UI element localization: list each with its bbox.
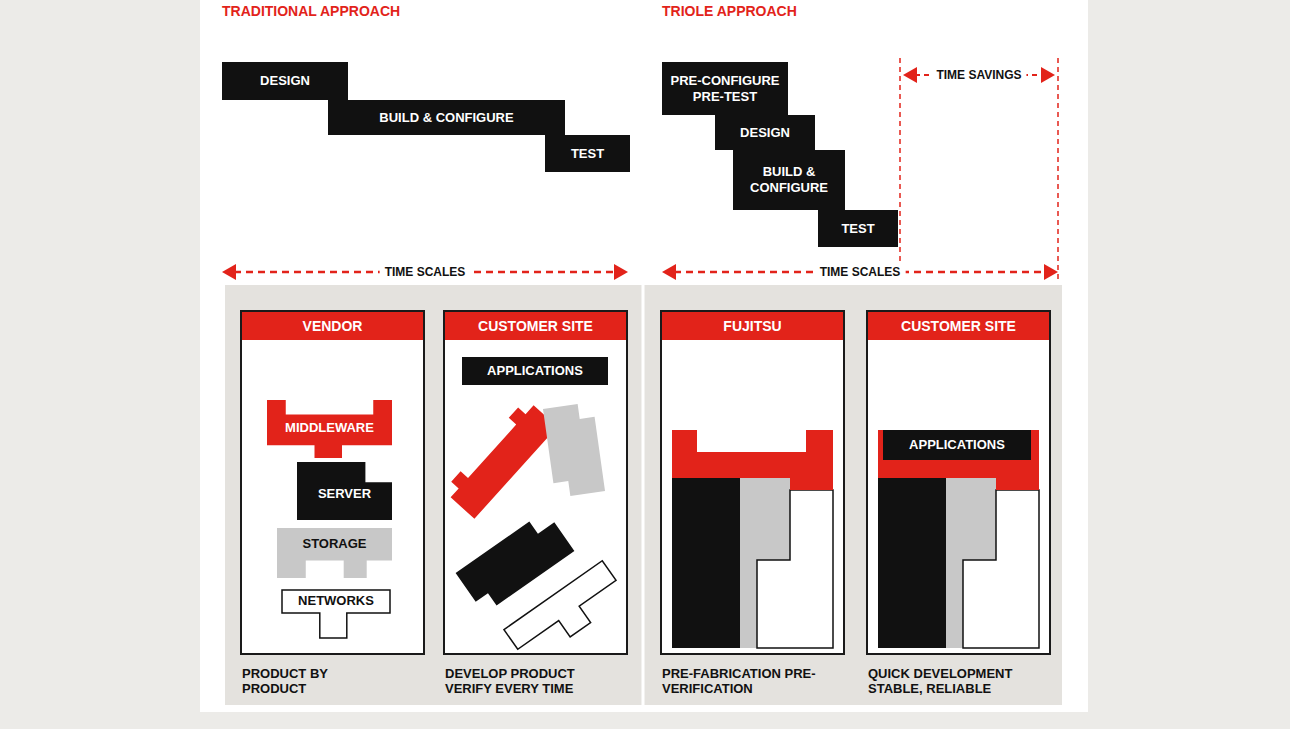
scattered-piece (543, 402, 605, 498)
panel-ground (866, 310, 1051, 655)
time-savings-bound (1057, 58, 1059, 282)
panel-caption: DEVELOP PRODUCT VERIFY EVERY TIME (445, 666, 620, 696)
section-heading: TRIOLE APPROACH (662, 3, 797, 19)
piece-shape (277, 528, 392, 578)
step-label: TEST (549, 146, 626, 162)
site-panel: VENDOR MIDDLEWARE SERVER STORAGE NETWORKS (240, 310, 425, 655)
network-piece (963, 490, 1039, 648)
process-step: PRE-CONFIGURE PRE-TEST (662, 62, 788, 115)
piece-label: STORAGE (277, 528, 392, 552)
process-step: TEST (545, 135, 630, 172)
step-label: DESIGN (719, 125, 811, 141)
piece-shape (282, 590, 390, 638)
panel-ground (443, 310, 628, 655)
step-label: BUILD & CONFIGURE (737, 164, 841, 196)
piece-shape (267, 400, 392, 458)
panel-header: VENDOR (242, 312, 423, 340)
scattered-piece (443, 399, 557, 519)
site-panel: CUSTOMER SITE APPLICATIONS (866, 310, 1051, 655)
step-label: TEST (822, 221, 894, 237)
panel-header: FUJITSU (662, 312, 843, 340)
process-step: BUILD & CONFIGURE (328, 100, 565, 135)
piece-label: NETWORKS (282, 590, 390, 609)
application-label: APPLICATIONS (468, 363, 602, 379)
process-step: DESIGN (715, 115, 815, 150)
content-ground (200, 0, 1088, 712)
storage-piece (543, 402, 605, 498)
puzzle-piece: SERVER (297, 462, 392, 520)
step-label: DESIGN (226, 73, 344, 89)
server-piece (672, 478, 740, 648)
middleware-piece (878, 430, 1039, 490)
arrow-head (903, 67, 917, 83)
section-heading: TRADITIONAL APPROACH (222, 3, 400, 19)
step-label: BUILD & CONFIGURE (332, 110, 561, 126)
middleware-piece (443, 399, 557, 519)
arrow-label: TIME SAVINGS (931, 67, 1026, 83)
puzzle-piece: MIDDLEWARE (267, 400, 392, 458)
panel-caption: PRE-FABRICATION PRE-VERIFICATION (662, 666, 837, 696)
panel-caption: QUICK DEVELOPMENT STABLE, RELIABLE (868, 666, 1043, 696)
piece-outline (277, 528, 392, 578)
network-piece (757, 490, 833, 648)
process-step: BUILD & CONFIGURE (733, 150, 845, 210)
lower-panel (225, 285, 1062, 705)
piece-label: SERVER (297, 462, 392, 502)
application-label: APPLICATIONS (889, 437, 1025, 453)
site-panel: CUSTOMER SITE APPLICATIONS (443, 310, 628, 655)
arrow-head (222, 264, 236, 280)
assembled-stack (878, 430, 1039, 648)
application-block: APPLICATIONS (462, 357, 608, 385)
time-savings-bound (899, 58, 901, 282)
arrow-head (1041, 67, 1055, 83)
divider (642, 285, 645, 705)
piece-shape (297, 462, 392, 520)
panel-header: CUSTOMER SITE (868, 312, 1049, 340)
panel-header: CUSTOMER SITE (445, 312, 626, 340)
panel-ground (660, 310, 845, 655)
arrow-label: TIME SCALES (380, 264, 471, 280)
arrow-head (1044, 264, 1058, 280)
arrow-head (614, 264, 628, 280)
process-step: DESIGN (222, 62, 348, 100)
puzzle-piece: NETWORKS (282, 590, 390, 638)
puzzle-piece: STORAGE (277, 528, 392, 578)
step-label: PRE-CONFIGURE PRE-TEST (666, 73, 784, 105)
panel-ground (240, 310, 425, 655)
piece-label: MIDDLEWARE (267, 400, 392, 436)
scattered-piece (504, 561, 628, 666)
network-piece (504, 561, 628, 666)
middleware-piece (672, 430, 833, 490)
arrow-head (662, 264, 676, 280)
assembled-stack (672, 430, 833, 648)
process-step: TEST (818, 210, 898, 247)
arrow-label: TIME SCALES (815, 264, 906, 280)
server-piece (878, 478, 946, 648)
panel-caption: PRODUCT BY PRODUCT (242, 666, 342, 696)
application-block: APPLICATIONS (883, 430, 1031, 460)
site-panel: FUJITSU (660, 310, 845, 655)
